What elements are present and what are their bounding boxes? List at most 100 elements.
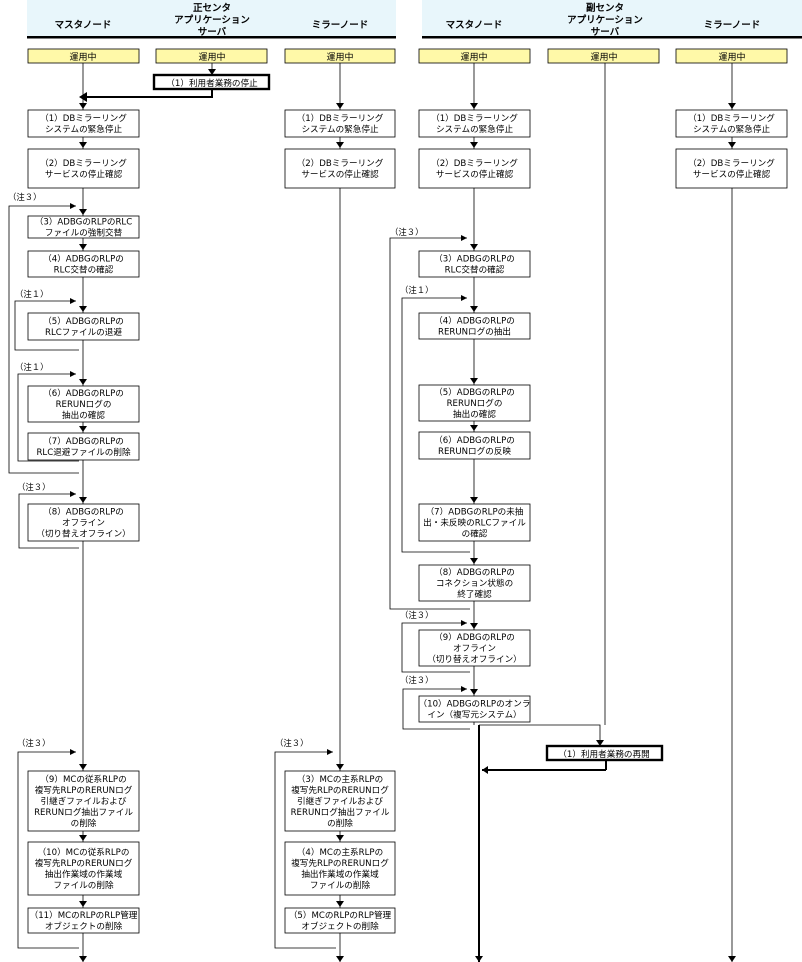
secondary-master-steps-label-1-line-1: （1）DBミラーリング <box>431 112 518 124</box>
secondary-header-rule <box>422 36 802 39</box>
primary-master-steps-label-9-line-3: 引継ぎファイルおよび <box>41 795 127 807</box>
note-3-primary-b: （注３） <box>17 482 51 492</box>
primary-center-heading-line1: 正センタ <box>193 2 231 14</box>
primary-master-steps-label-1-line-2: システムの緊急停止 <box>45 123 122 135</box>
primary-mirror-steps-label-3-line-1: （3）MCの主系RLPの <box>297 773 383 785</box>
secondary-center-heading-line1: 副センタ <box>586 2 624 14</box>
primary-header-rule <box>27 36 396 39</box>
secondary-master-steps-label-8-line-2: コネクション状態の <box>436 577 513 589</box>
primary-master-steps-box-6 <box>27 385 140 423</box>
primary-mirror-steps-label-5-line-2: オブジェクトの削除 <box>301 920 379 932</box>
status-row: 運用中 運用中 運用中 運用中 運用中 運用中 <box>27 48 788 64</box>
secondary-app-status-box <box>547 48 660 64</box>
secondary-master-steps-box-6 <box>418 431 531 460</box>
primary-master-steps-label-1-line-1: （1）DBミラーリング <box>40 112 127 124</box>
secondary-mirror-status-box <box>675 48 788 64</box>
primary-master-steps-label-9-line-2: 複写先RLPのRERUNログ <box>35 784 133 796</box>
secondary-mirror-steps-label-2-line-2: サービスの停止確認 <box>693 168 771 180</box>
user-business-resume-label: （1）利用者業務の再開 <box>558 748 649 760</box>
primary-master-steps-label-9-line-4: RERUNログ抽出ファイル <box>34 806 133 818</box>
secondary-mirror-steps-box-1 <box>675 109 788 138</box>
primary-mirror-steps-label-4-line-1: （4）MCの主系RLPの <box>297 846 383 858</box>
secondary-center-heading-line3: サーバ <box>591 26 620 38</box>
primary-master-steps-label-8-line-2: オフライン <box>62 518 105 529</box>
primary-master-node-heading: マスタノード <box>55 19 112 31</box>
primary-master-steps-label-6-line-3: 抽出の確認 <box>62 409 105 421</box>
primary-mirror-steps-label-3-line-3: 引継ぎファイルおよび <box>297 795 383 807</box>
secondary-master-steps-label-7-line-1: （7）ADBGのRLPの未抽 <box>426 506 524 518</box>
primary-mirror-steps-label-3-line-2: 複写先RLPのRERUNログ <box>291 784 389 796</box>
secondary-master-steps-label-10-line-2: イン（複写元システム） <box>427 709 521 721</box>
note-1-secondary-a: （注１） <box>400 285 434 295</box>
secondary-mirror-steps-label-2-line-1: （2）DBミラーリング <box>688 157 775 169</box>
primary-mirror-status-label: 運用中 <box>326 51 353 63</box>
primary-master-steps-box-3 <box>27 215 140 239</box>
primary-master-steps-label-11-line-1: （11）MCのRLPのRLP管理 <box>30 909 138 921</box>
primary-master-steps-label-3-line-1: （3）ADBGのRLPのRLC <box>35 217 132 228</box>
primary-mirror-steps-label-3-line-5: の削除 <box>327 817 353 829</box>
user-business-resume-box <box>545 744 664 762</box>
secondary-center-heading-line2: アプリケーション <box>567 14 643 26</box>
primary-mirror-steps-label-2-line-2: サービスの停止確認 <box>301 168 379 180</box>
primary-master-steps-box-7 <box>27 432 140 461</box>
note-1-primary-b: （注１） <box>15 362 49 372</box>
primary-mirror-steps-label-4-line-4: ファイルの削除 <box>310 879 371 891</box>
primary-master-status-label: 運用中 <box>69 51 96 63</box>
primary-master-steps-box-2 <box>27 148 140 189</box>
primary-mirror-steps-label-3-line-4: RERUNログ抽出ファイル <box>291 806 390 818</box>
primary-app-status-box <box>155 48 268 64</box>
secondary-master-steps-box-2 <box>418 148 531 189</box>
secondary-mirror-steps-label-1-line-2: システムの緊急停止 <box>693 123 770 135</box>
secondary-mirror-steps-box-2 <box>675 148 788 189</box>
user-business-stop-box <box>152 73 271 91</box>
secondary-master-steps-box-8 <box>418 564 531 602</box>
secondary-mirror-status-label: 運用中 <box>718 51 745 63</box>
primary-mirror-steps-box-4 <box>284 841 396 896</box>
secondary-master-steps-label-3-line-2: RLC交替の確認 <box>445 264 505 276</box>
primary-center-heading-line3: サーバ <box>198 26 227 38</box>
primary-header-background <box>27 0 396 36</box>
primary-mirror-status-box <box>284 48 396 64</box>
secondary-app-status-label: 運用中 <box>590 51 617 63</box>
primary-master-steps-label-6-line-1: （6）ADBGのRLPの <box>43 388 124 399</box>
secondary-master-steps-label-9-line-1: （9）ADBGのRLPの <box>434 632 515 643</box>
step-boxes: （1）DBミラーリングシステムの緊急停止（2）DBミラーリングサービスの停止確認… <box>27 109 788 934</box>
primary-mirror-steps-box-1 <box>284 109 396 138</box>
primary-master-steps-label-10-line-1: （10）MCの従系RLPの <box>38 846 130 858</box>
primary-master-steps-label-10-line-2: 複写先RLPのRERUNログ <box>35 857 133 869</box>
primary-center-heading-line2: アプリケーション <box>174 14 250 26</box>
secondary-master-status-box <box>418 48 531 64</box>
secondary-master-steps-label-6-line-1: （6）ADBGのRLPの <box>434 435 515 446</box>
primary-master-steps-label-10-line-4: ファイルの削除 <box>53 879 114 891</box>
secondary-header-background <box>422 0 802 36</box>
secondary-master-steps-label-10-line-1: （10）ADBGのRLPのオンラ <box>419 699 531 710</box>
secondary-master-steps-box-9 <box>418 629 531 667</box>
primary-master-steps-label-7-line-2: RLC退避ファイルの削除 <box>36 446 131 458</box>
primary-mirror-steps-label-4-line-3: 抽出作業域の作業域 <box>301 868 379 880</box>
primary-mirror-node-heading: ミラーノード <box>312 20 368 31</box>
secondary-master-steps-box-10 <box>418 695 531 723</box>
secondary-master-node-heading: マスタノード <box>446 19 503 31</box>
primary-master-steps-label-11-line-2: オブジェクトの削除 <box>45 920 123 932</box>
note-3-secondary-a: （注３） <box>390 227 424 237</box>
secondary-master-steps-label-9-line-2: オフライン <box>453 643 496 654</box>
secondary-master-steps-label-2-line-1: （2）DBミラーリング <box>431 157 518 169</box>
secondary-master-steps-label-5-line-1: （5）ADBGのRLPの <box>434 387 515 398</box>
secondary-master-steps-label-5-line-3: 抽出の確認 <box>453 408 496 420</box>
primary-master-steps-label-8-line-1: （8）ADBGのRLPの <box>43 507 124 518</box>
primary-master-steps-box-1 <box>27 109 140 138</box>
secondary-master-steps-label-7-line-3: の確認 <box>462 528 488 540</box>
primary-master-steps-label-10-line-3: 抽出作業域の作業域 <box>45 868 123 880</box>
primary-master-status-box <box>27 48 140 64</box>
primary-mirror-steps-label-1-line-2: システムの緊急停止 <box>301 123 378 135</box>
primary-mirror-steps-label-5-line-1: （5）MCのRLPのRLP管理 <box>289 909 392 921</box>
app-boxes: （1）利用者業務の停止 （1）利用者業務の再開 <box>152 73 664 762</box>
primary-master-steps-box-11 <box>27 907 140 934</box>
header: マスタノード 正センタ アプリケーション サーバ ミラーノード マスタノード 副… <box>27 0 802 39</box>
secondary-master-steps-box-4 <box>418 312 531 340</box>
primary-master-steps-label-8-line-3: （切り替えオフライン） <box>36 528 131 540</box>
primary-mirror-steps-box-3 <box>284 770 396 832</box>
note-3-primary-c: （注３） <box>17 738 51 748</box>
note-3-secondary-c: （注３） <box>400 675 434 685</box>
primary-master-steps-box-10 <box>27 841 140 896</box>
